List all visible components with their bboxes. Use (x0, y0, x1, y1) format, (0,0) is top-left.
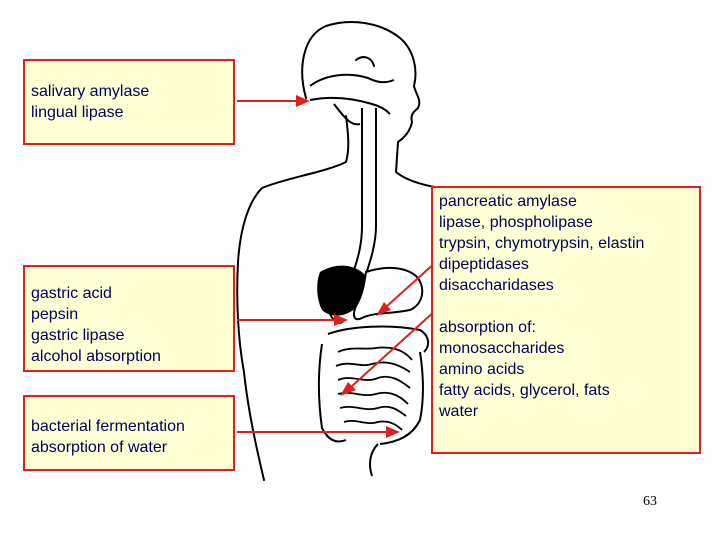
absorption-item: monosaccharides (439, 340, 565, 357)
body-outline (236, 21, 441, 481)
mouth-enzymes-box: salivary amylase lingual lipase (23, 59, 235, 145)
colon-functions-box: bacterial fermentation absorption of wat… (23, 395, 235, 471)
spacer (439, 296, 693, 317)
large-intestine (318, 325, 430, 477)
arrow-stomach-head (334, 314, 348, 326)
intestine-enzyme: pancreatic amylase (439, 193, 577, 210)
colon-item: absorption of water (31, 439, 168, 456)
arrow-intestine-upper-head (376, 302, 391, 316)
colon-item: bacterial fermentation (31, 418, 185, 435)
intestine-enzyme: trypsin, chymotrypsin, elastin (439, 235, 645, 252)
absorption-item: water (439, 403, 479, 420)
small-intestine (335, 346, 413, 431)
arrow-intestine-lower-head (340, 382, 356, 396)
intestine-enzyme: disaccharidases (439, 277, 554, 294)
stomach-item: gastric acid (31, 285, 112, 302)
absorption-heading: absorption of: (439, 319, 536, 336)
absorption-item: amino acids (439, 361, 525, 378)
small-intestine-box: pancreatic amylase lipase, phospholipase… (431, 186, 701, 454)
mouth-enzyme: salivary amylase (31, 83, 150, 100)
intestine-enzyme: dipeptidases (439, 256, 529, 273)
upper-tract (309, 73, 395, 275)
arrow-intestine-lower (351, 309, 437, 387)
stomach-item: gastric lipase (31, 327, 125, 344)
arrow-colon-head (386, 426, 400, 438)
stomach-item: alcohol absorption (31, 348, 161, 365)
stomach (353, 266, 424, 321)
stomach-item: pepsin (31, 306, 79, 323)
page-number: 63 (643, 494, 657, 509)
liver (317, 265, 368, 316)
pointer-arrows (237, 95, 437, 438)
absorption-item: fatty acids, glycerol, fats (439, 382, 610, 399)
stomach-enzymes-box: gastric acid pepsin gastric lipase alcoh… (23, 265, 235, 372)
intestine-enzyme: lipase, phospholipase (439, 214, 593, 231)
arrow-intestine-upper (386, 261, 437, 307)
arrow-mouth-head (296, 95, 310, 107)
mouth-enzyme: lingual lipase (31, 104, 124, 121)
